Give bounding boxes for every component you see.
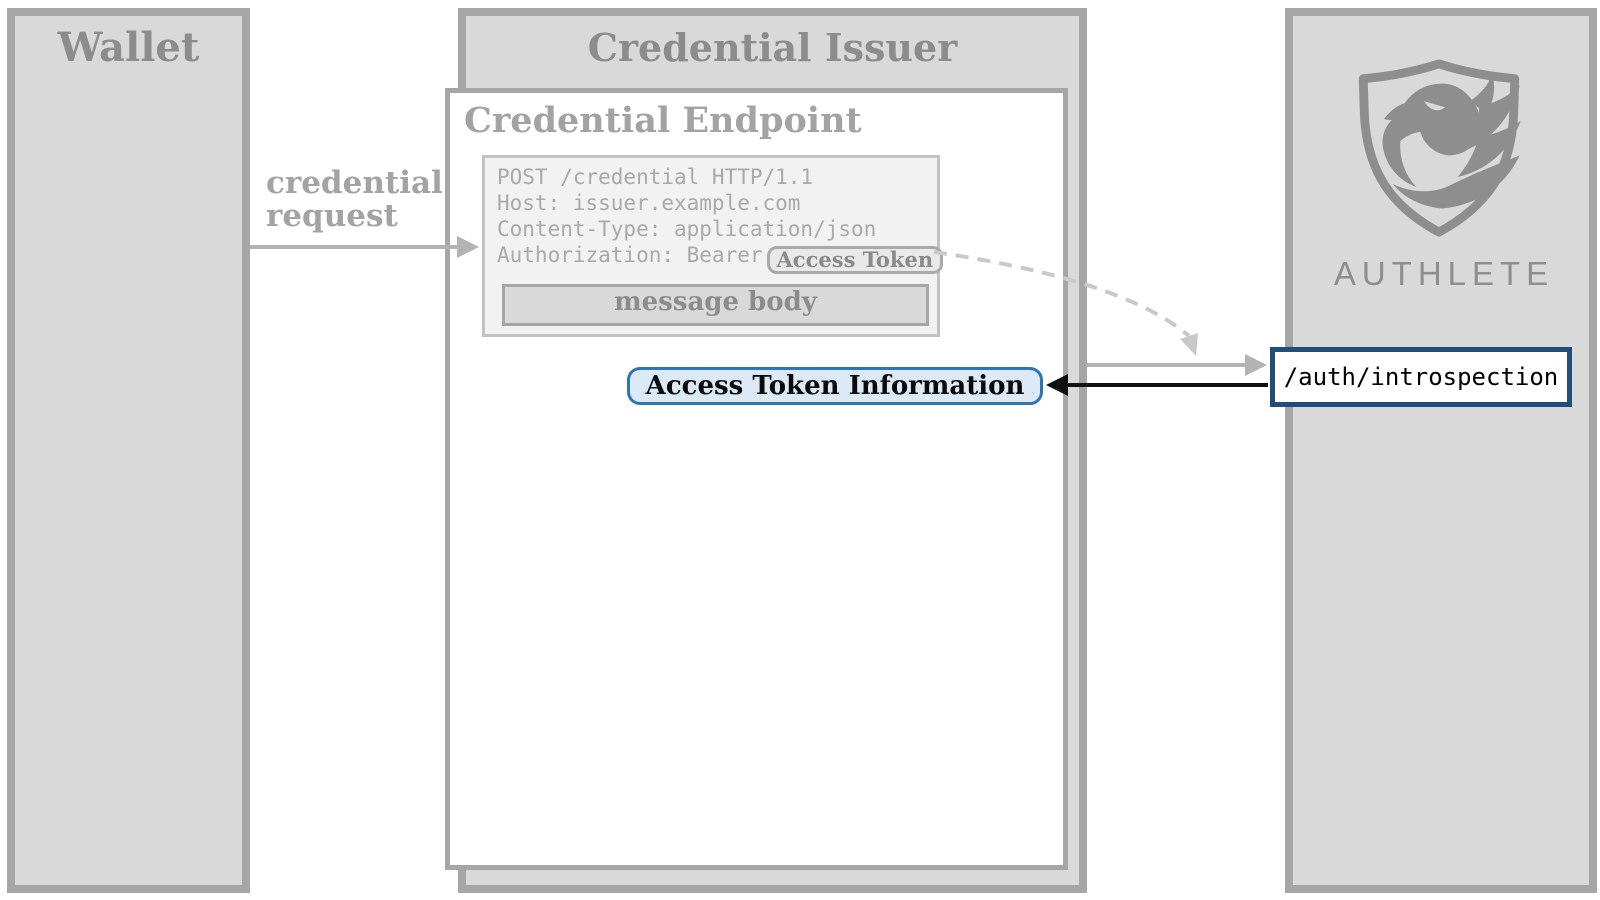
message-body-bar: message body	[502, 284, 929, 326]
wallet-title: Wallet	[57, 24, 200, 71]
credential-request-label: credential request	[266, 165, 443, 234]
credential-endpoint-title: Credential Endpoint	[464, 100, 862, 141]
introspection-request-arrow	[1087, 354, 1267, 376]
authlete-wordmark: AUTHLETE	[1333, 255, 1555, 292]
authlete-shield-eagle-icon	[1358, 59, 1521, 237]
http-content-type-line: Content-Type: application/json	[497, 217, 877, 241]
introspection-endpoint-box: /auth/introspection	[1270, 347, 1572, 407]
http-request-line: POST /credential HTTP/1.1	[497, 165, 814, 189]
authorization-prefix: Authorization: Bearer	[497, 243, 763, 267]
access-token-chip: Access Token	[766, 246, 944, 274]
http-host-line: Host: issuer.example.com	[497, 191, 801, 215]
credential-issuer-title: Credential Issuer	[587, 25, 958, 70]
access-token-information-badge: Access Token Information	[627, 367, 1043, 405]
wallet-panel: Wallet	[7, 8, 250, 893]
authlete-panel	[1285, 8, 1597, 893]
http-request-box: POST /credential HTTP/1.1 Host: issuer.e…	[482, 155, 944, 337]
